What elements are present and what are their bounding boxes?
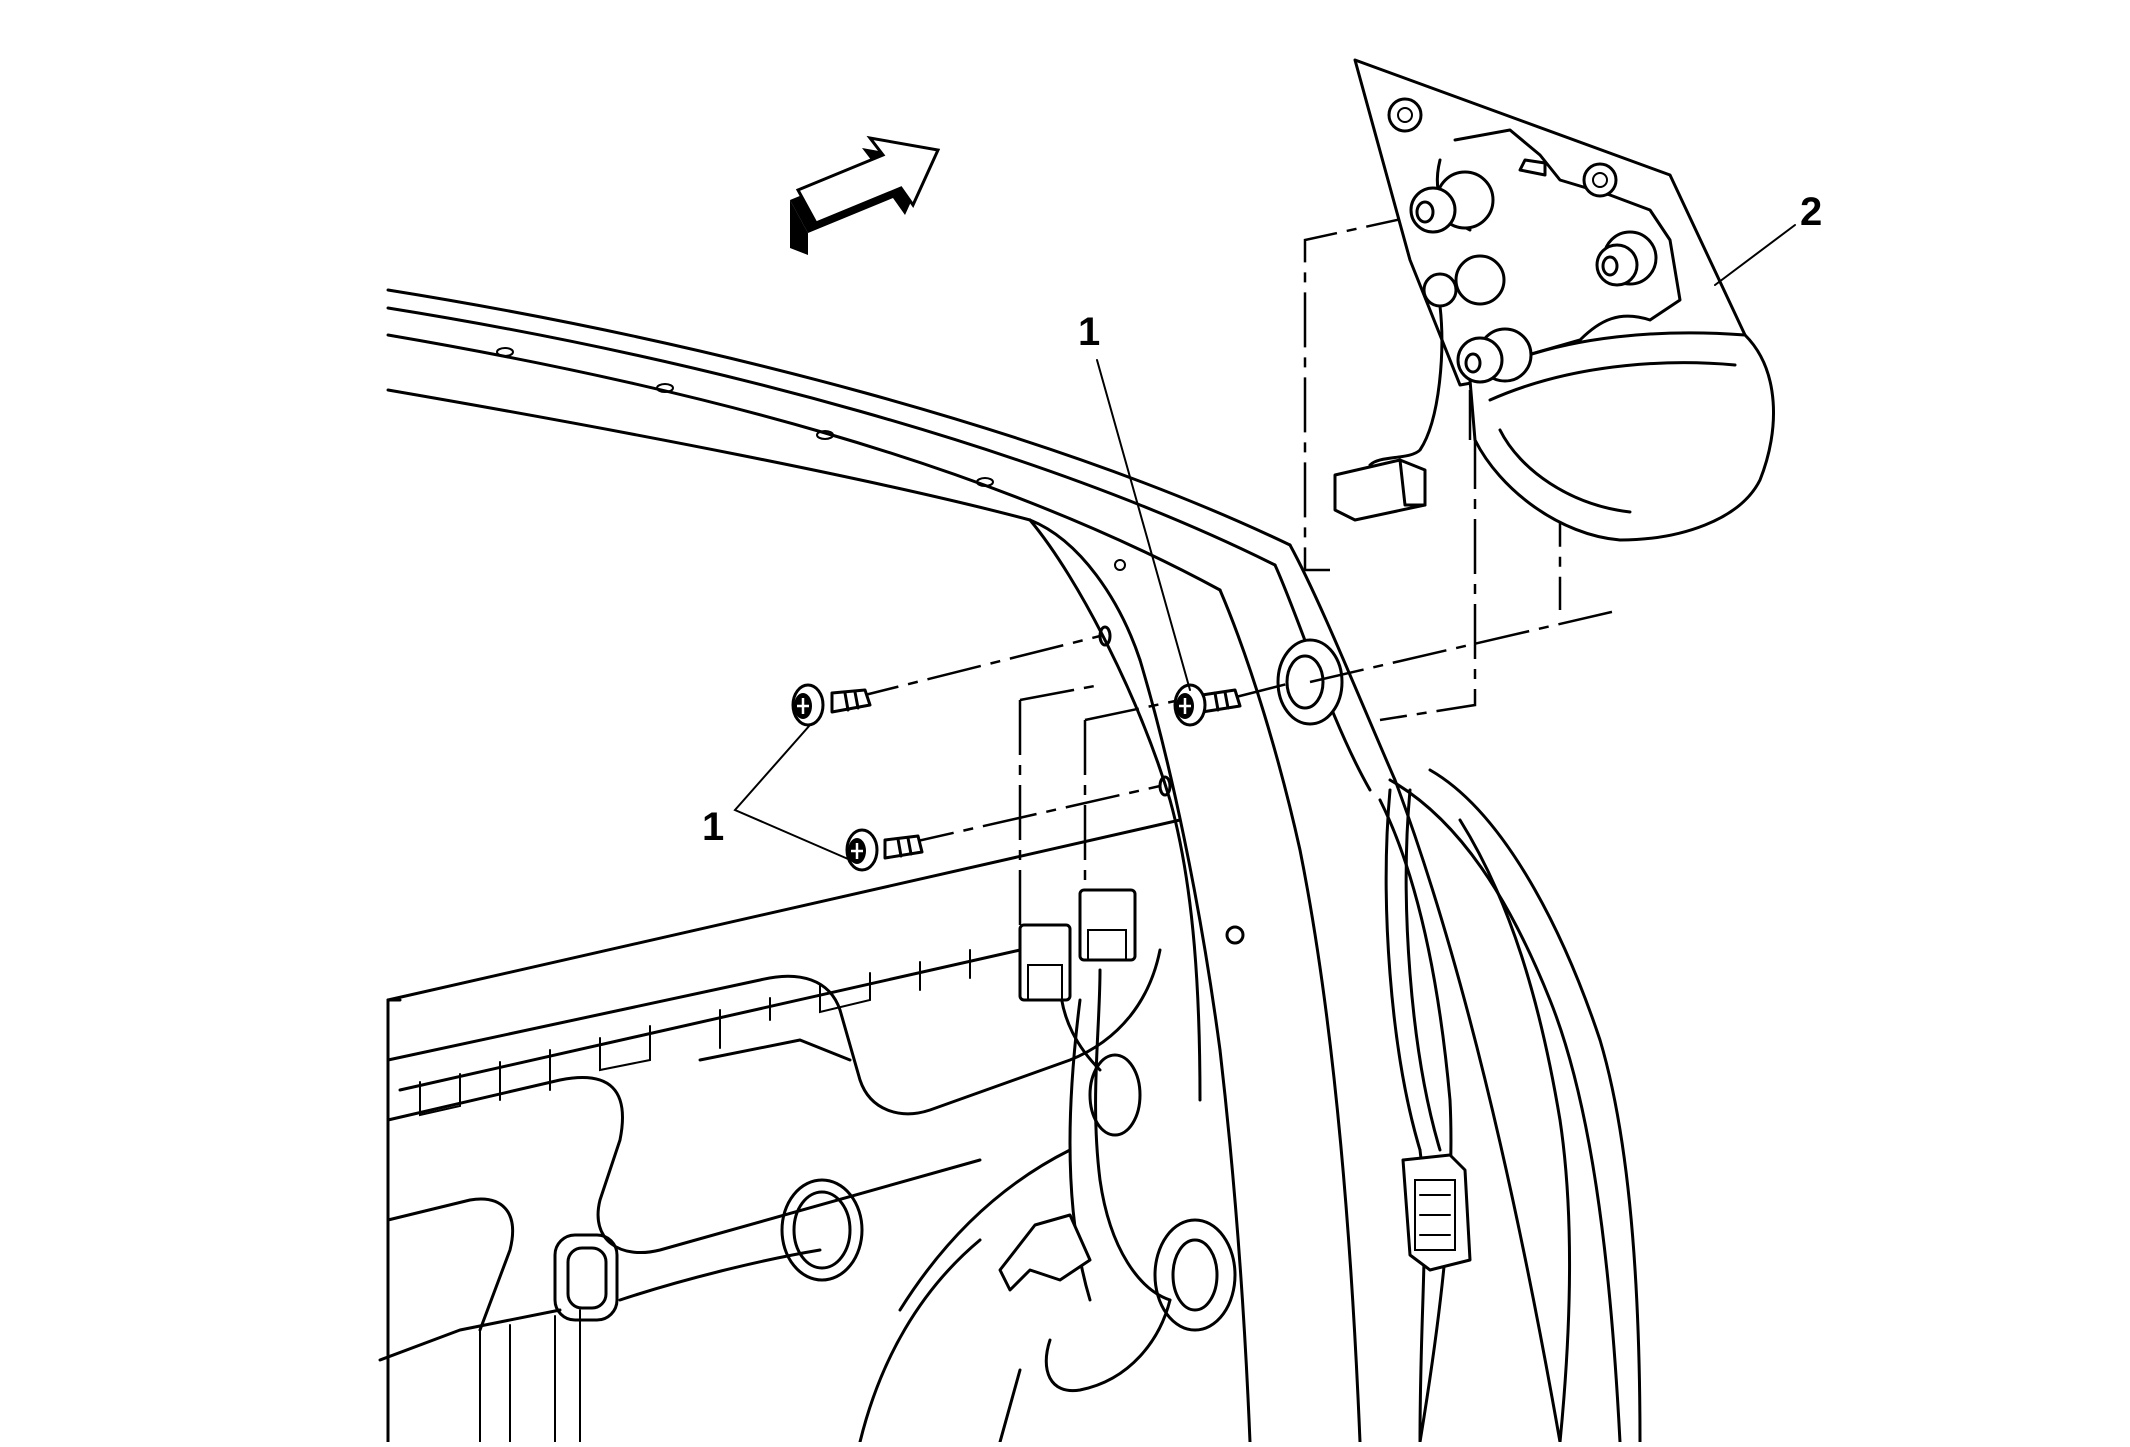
- belt-strip: [386, 948, 1022, 1444]
- door-inner-panel: [378, 559, 1245, 1444]
- leader-lines: [733, 224, 1796, 863]
- screw-upper-left: [791, 683, 872, 727]
- callout-screw-left: 1: [702, 805, 724, 849]
- forward-direction-arrow-icon: [790, 135, 941, 255]
- door-frame: [386, 288, 1642, 1444]
- callout-screw-top: 1: [1078, 310, 1100, 354]
- wire-harness: [998, 788, 1472, 1444]
- outside-mirror-assembly: [1333, 58, 1775, 542]
- screw-lower-left: [845, 828, 924, 872]
- rail-holes: [496, 347, 994, 487]
- callout-mirror: 2: [1800, 190, 1822, 234]
- screw-center: [1173, 683, 1242, 727]
